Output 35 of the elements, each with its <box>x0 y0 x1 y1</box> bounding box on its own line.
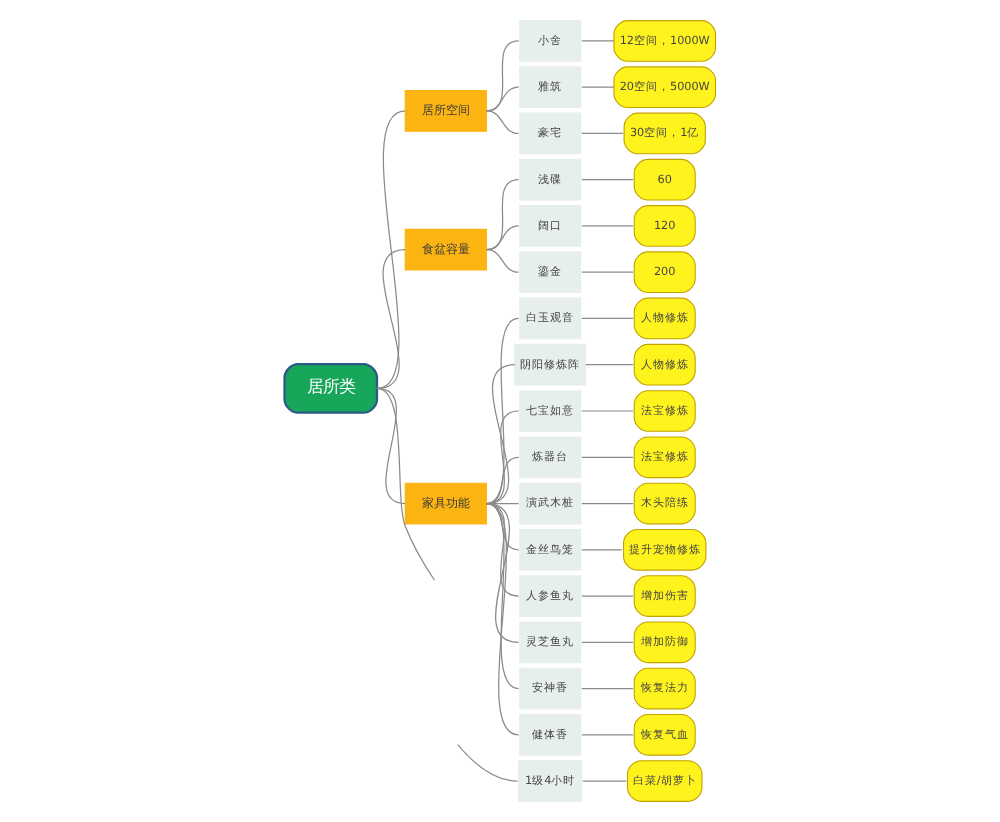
connector <box>485 249 520 273</box>
connector <box>485 502 520 643</box>
connector <box>581 86 615 88</box>
connector <box>485 410 520 505</box>
connector <box>376 387 436 581</box>
connector <box>581 132 624 135</box>
connector <box>581 271 634 273</box>
connector <box>485 317 520 505</box>
connector <box>581 40 615 42</box>
connector <box>581 502 634 505</box>
connector <box>581 641 634 643</box>
node-box: 居所类 <box>283 363 379 414</box>
connector <box>581 549 623 551</box>
connector <box>485 40 520 112</box>
connector <box>485 110 520 135</box>
connector <box>485 86 520 112</box>
connector <box>581 225 634 227</box>
connector <box>581 687 634 690</box>
connector <box>582 780 627 782</box>
connector <box>485 225 520 251</box>
connector <box>485 456 520 505</box>
connector <box>585 364 634 366</box>
connector <box>376 249 406 390</box>
connector <box>581 179 634 181</box>
connector <box>376 110 406 390</box>
connector <box>457 744 519 782</box>
connector <box>485 502 520 690</box>
connector <box>485 502 520 736</box>
connector <box>581 595 634 597</box>
connector <box>485 179 520 251</box>
connector <box>581 317 634 320</box>
connector <box>581 410 634 412</box>
connector <box>581 734 634 736</box>
connector <box>581 456 634 458</box>
connector <box>376 387 406 505</box>
